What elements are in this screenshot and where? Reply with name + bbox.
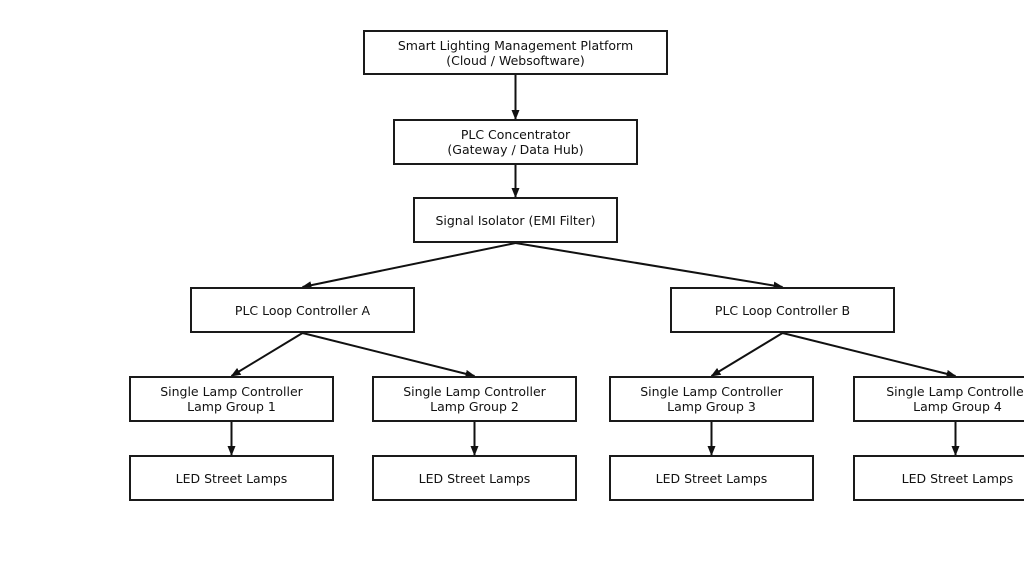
lamp-controller-1-group: Lamp Group 1 <box>187 399 276 414</box>
isolator-title: Signal Isolator (EMI Filter) <box>435 212 596 228</box>
lamp-controller-2-node: Single Lamp Controller Lamp Group 2 <box>372 376 577 422</box>
lamp-controller-1-node: Single Lamp Controller Lamp Group 1 <box>129 376 334 422</box>
led-lamps-3-node: LED Street Lamps <box>609 455 814 501</box>
led-lamps-1-node: LED Street Lamps <box>129 455 334 501</box>
led-lamps-2-node: LED Street Lamps <box>372 455 577 501</box>
arrow-isolator-to-loop_a <box>301 242 516 290</box>
platform-title: Smart Lighting Management Platform <box>397 37 634 53</box>
lamp-controller-2-title: Single Lamp Controller <box>403 384 546 399</box>
loop-controller-b-node: PLC Loop Controller B <box>670 287 895 333</box>
arrow-isolator-to-loop_b <box>515 242 784 290</box>
arrow-loop_b-to-slc3 <box>710 332 784 377</box>
loop-controller-b-title: PLC Loop Controller B <box>714 302 851 318</box>
concentrator-title: PLC Concentrator <box>460 127 571 142</box>
led-lamps-3-label: LED Street Lamps <box>655 470 768 486</box>
concentrator-subtitle: (Gateway / Data Hub) <box>447 142 584 157</box>
loop-controller-a-title: PLC Loop Controller A <box>234 302 371 318</box>
arrow-loop_a-to-slc1 <box>230 332 304 377</box>
lamp-controller-1-title: Single Lamp Controller <box>160 384 303 399</box>
led-lamps-2-label: LED Street Lamps <box>418 470 531 486</box>
led-lamps-4-label: LED Street Lamps <box>901 470 1014 486</box>
arrow-loop_b-to-slc4 <box>782 332 957 378</box>
lamp-controller-4-node: Single Lamp Controller Lamp Group 4 <box>853 376 1024 422</box>
led-lamps-1-label: LED Street Lamps <box>175 470 288 486</box>
loop-controller-a-node: PLC Loop Controller A <box>190 287 415 333</box>
lamp-controller-3-title: Single Lamp Controller <box>640 384 783 399</box>
lamp-controller-3-group: Lamp Group 3 <box>667 399 756 414</box>
arrow-loop_a-to-slc2 <box>302 332 476 378</box>
isolator-node: Signal Isolator (EMI Filter) <box>413 197 618 243</box>
lamp-controller-4-title: Single Lamp Controller <box>886 384 1024 399</box>
platform-subtitle: (Cloud / Websoftware) <box>446 52 585 68</box>
lamp-controller-2-group: Lamp Group 2 <box>430 399 519 414</box>
concentrator-node: PLC Concentrator (Gateway / Data Hub) <box>393 119 638 165</box>
lamp-controller-3-node: Single Lamp Controller Lamp Group 3 <box>609 376 814 422</box>
led-lamps-4-node: LED Street Lamps <box>853 455 1024 501</box>
lamp-controller-4-group: Lamp Group 4 <box>913 399 1002 414</box>
platform-node: Smart Lighting Management Platform (Clou… <box>363 30 668 75</box>
